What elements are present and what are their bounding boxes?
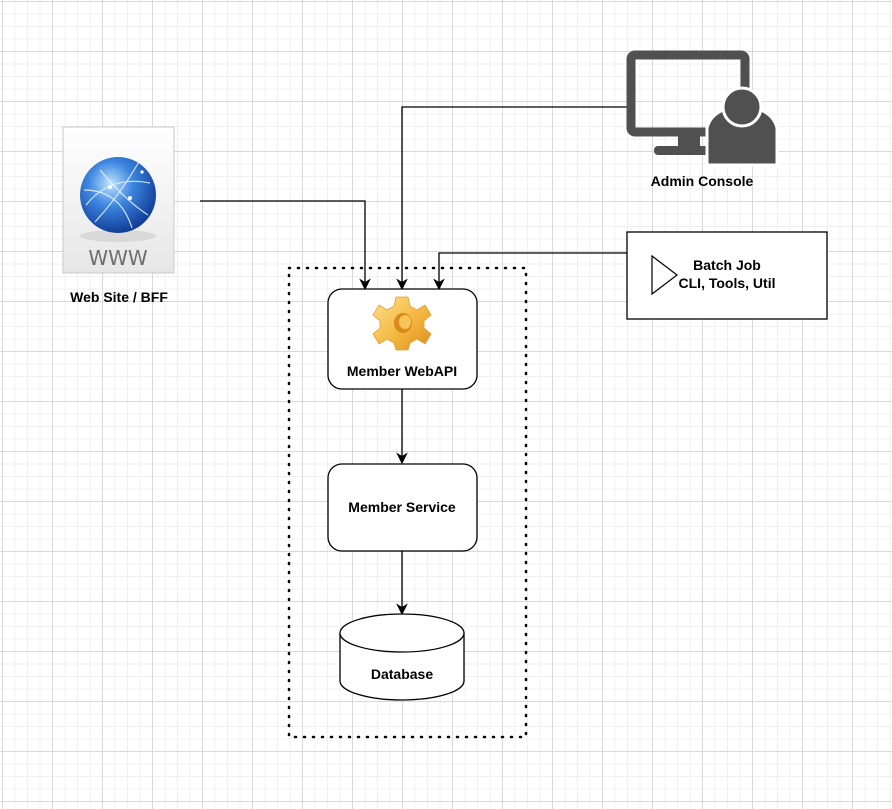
www-text: WWW <box>88 246 148 270</box>
admin-console-node[interactable]: Admin Console <box>626 50 779 189</box>
batch-job-node[interactable]: Batch Job CLI, Tools, Util <box>626 231 828 320</box>
web-site-node[interactable]: WWW Web Site / BFF <box>62 126 175 305</box>
member-webapi-node[interactable]: Member WebAPI <box>327 288 478 390</box>
admin-console-label: Admin Console <box>651 173 754 189</box>
member-service-label: Member Service <box>348 499 456 515</box>
batch-job-label: Batch Job <box>693 257 761 273</box>
batch-job-sublabel: CLI, Tools, Util <box>679 275 776 291</box>
member-service-node[interactable]: Member Service <box>327 463 478 552</box>
member-webapi-label: Member WebAPI <box>347 363 457 379</box>
database-node[interactable]: Database <box>339 613 465 701</box>
web-site-label: Web Site / BFF <box>70 289 168 305</box>
service-group-boundary <box>287 266 528 739</box>
play-triangle-icon <box>651 254 678 296</box>
database-label: Database <box>371 666 433 682</box>
gear-icon <box>372 296 432 351</box>
edge-batch-to-webapi <box>433 252 627 291</box>
edge-website-to-webapi <box>200 200 371 291</box>
www-globe-icon: WWW <box>62 126 175 274</box>
edge-admin-to-webapi <box>396 106 627 291</box>
monitor-user-icon <box>626 50 779 167</box>
